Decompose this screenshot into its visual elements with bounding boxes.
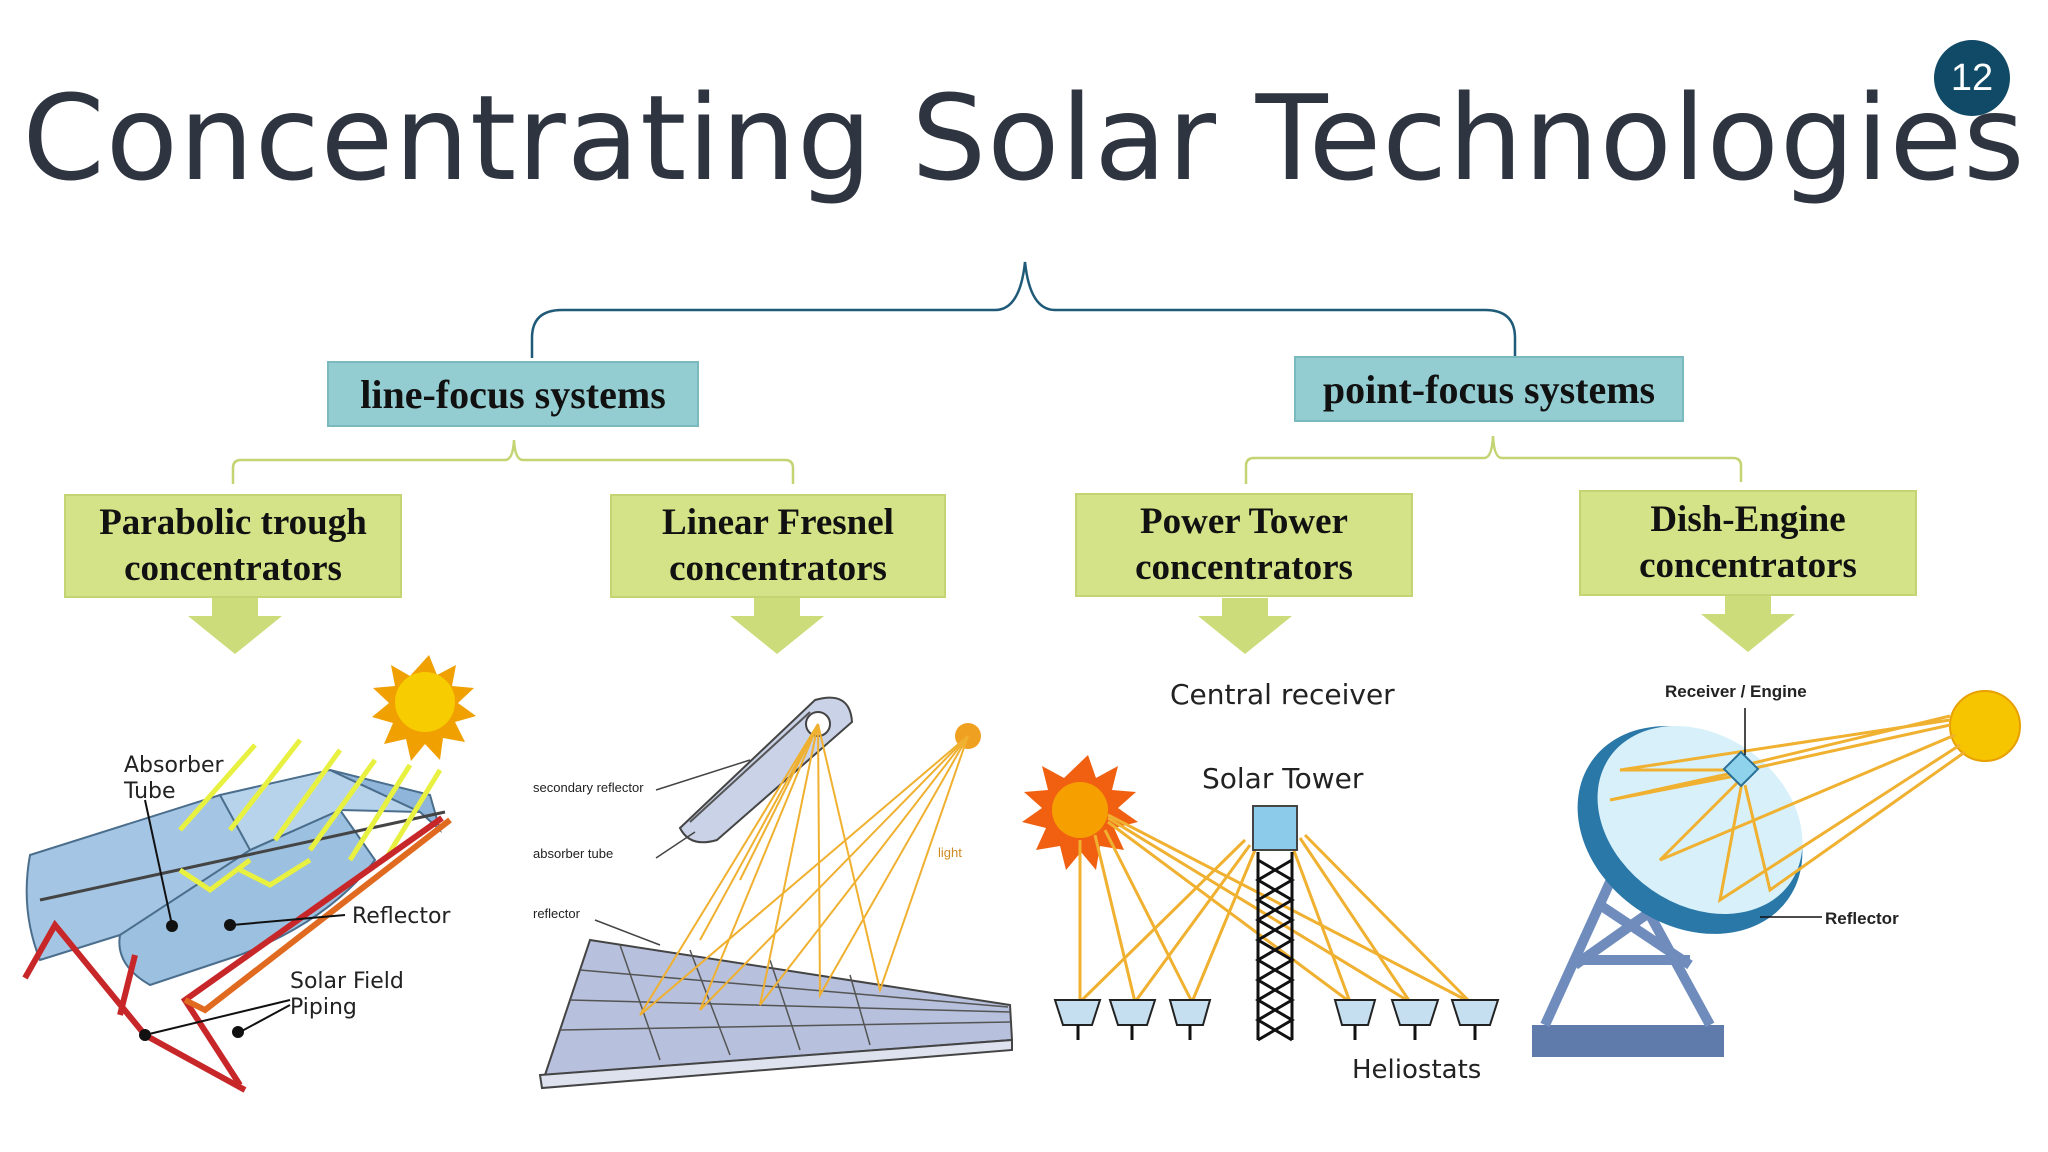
label-absorber: Absorber: [124, 753, 224, 778]
tech-linear-fresnel: Linear Fresnel concentrators: [610, 494, 946, 598]
parabolic-trough-illustration: Absorber Tube Reflector Solar Field Pipi…: [22, 655, 476, 1093]
arrow-down-icon: [188, 598, 282, 654]
label-solar-field: Solar Field: [290, 969, 404, 994]
tech-parabolic-trough-line2: concentrators: [124, 548, 342, 589]
power-tower-illustration: Central receiver Solar Tower Heliostats: [1022, 678, 1500, 1085]
label-receiver-engine: Receiver / Engine: [1665, 682, 1807, 701]
arrow-down-icon: [1701, 596, 1795, 652]
tech-dish-engine-line1: Dish-Engine: [1650, 499, 1846, 540]
label-central-receiver: Central receiver: [1170, 678, 1395, 711]
label-heliostats: Heliostats: [1352, 1055, 1481, 1085]
page-number-badge: 12: [1934, 40, 2010, 116]
tech-linear-fresnel-line1: Linear Fresnel: [662, 502, 894, 543]
top-brace: [530, 261, 1517, 358]
dish-engine-illustration: Receiver / Engine Reflector: [1532, 682, 2021, 1057]
slide-title: Concentrating Solar Technologies: [22, 69, 2026, 207]
tech-power-tower-line1: Power Tower: [1140, 501, 1348, 542]
linear-fresnel-illustration: secondary reflector absorber tube reflec…: [533, 696, 1014, 1090]
category-point-focus-label: point-focus systems: [1322, 366, 1656, 412]
tech-dish-engine-line2: concentrators: [1639, 545, 1857, 586]
category-line-focus: line-focus systems: [327, 361, 699, 427]
tech-dish-engine: Dish-Engine concentrators: [1579, 490, 1917, 596]
tech-parabolic-trough-line1: Parabolic trough: [99, 502, 367, 543]
arrow-down-icon: [1198, 598, 1292, 654]
sun-icon: [1022, 755, 1138, 870]
label-solar-tower: Solar Tower: [1202, 762, 1364, 795]
arrow-down-icon: [730, 598, 824, 654]
sun-icon: [372, 655, 476, 761]
label-secondary-reflector: secondary reflector: [533, 780, 644, 795]
point-focus-brace: [1244, 435, 1743, 484]
category-point-focus: point-focus systems: [1294, 356, 1684, 422]
label-absorber-tube: absorber tube: [533, 846, 613, 861]
tech-power-tower-line2: concentrators: [1135, 547, 1353, 588]
label-light: light: [938, 845, 962, 860]
category-line-focus-label: line-focus systems: [360, 371, 666, 417]
label-tube: Tube: [123, 779, 176, 804]
tech-linear-fresnel-line2: concentrators: [669, 548, 887, 589]
sun-icon: [1949, 690, 2021, 762]
tech-parabolic-trough: Parabolic trough concentrators: [64, 494, 402, 598]
label-dish-reflector: Reflector: [1825, 909, 1899, 928]
label-piping: Piping: [290, 995, 357, 1020]
label-fresnel-reflector: reflector: [533, 906, 581, 921]
label-reflector: Reflector: [352, 904, 451, 929]
line-focus-brace: [231, 439, 795, 484]
tech-power-tower: Power Tower concentrators: [1075, 493, 1413, 597]
